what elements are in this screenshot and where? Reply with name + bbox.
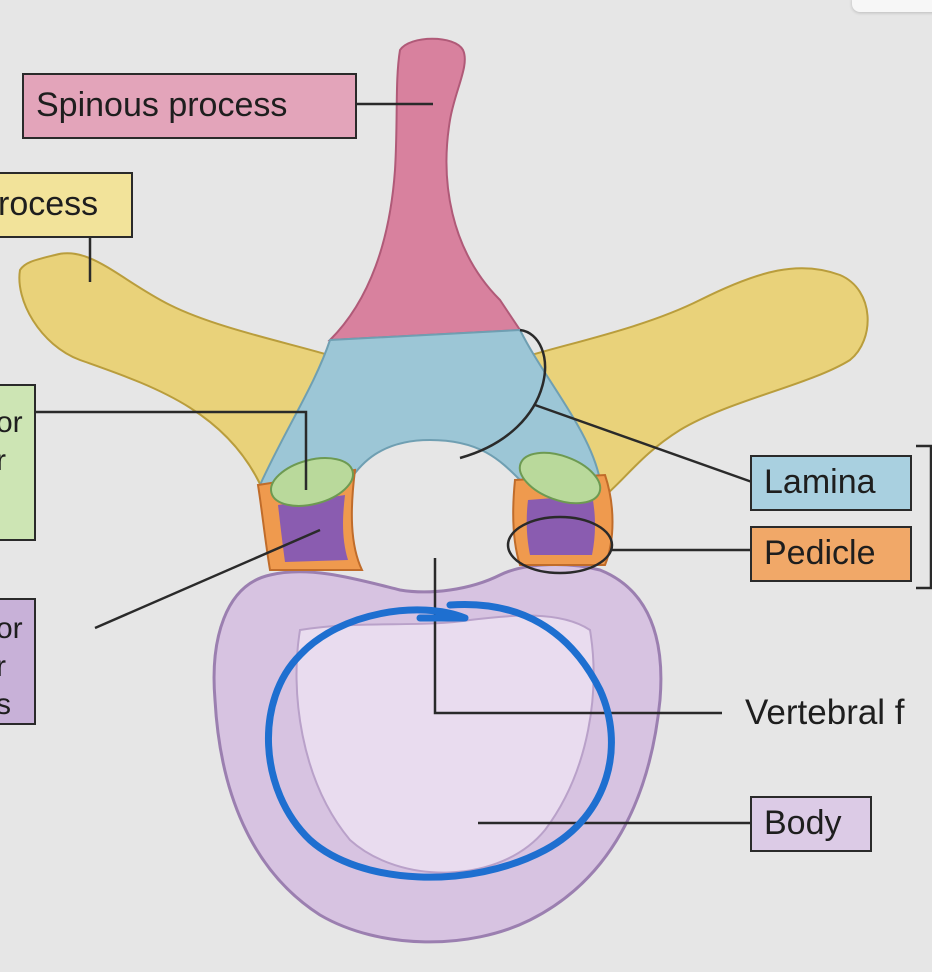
- inferior-articular-right: [526, 495, 595, 555]
- transverse-process-right: [513, 267, 869, 502]
- label-body: Body: [750, 796, 872, 852]
- label-pedicle: Pedicle: [750, 526, 912, 582]
- label-superior-articular: or r: [0, 384, 36, 541]
- superior-articular-right: [518, 451, 602, 505]
- label-vertebral-foramen: Vertebral f: [745, 693, 905, 732]
- blue-annotation-circle: [265, 600, 615, 881]
- lamina: [258, 328, 602, 487]
- vertebral-body-face: [295, 614, 595, 874]
- label-transverse-process: rocess: [0, 172, 133, 238]
- transverse-process-left: [18, 252, 347, 497]
- label-spinous-process: Spinous process: [22, 73, 357, 139]
- corner-tab: [852, 0, 932, 12]
- label-lamina: Lamina: [750, 455, 912, 511]
- label-inferior-articular: or r s: [0, 598, 36, 725]
- vertebral-foramen: [353, 440, 507, 578]
- inferior-articular-left: [278, 495, 348, 562]
- spinous-process: [327, 37, 522, 342]
